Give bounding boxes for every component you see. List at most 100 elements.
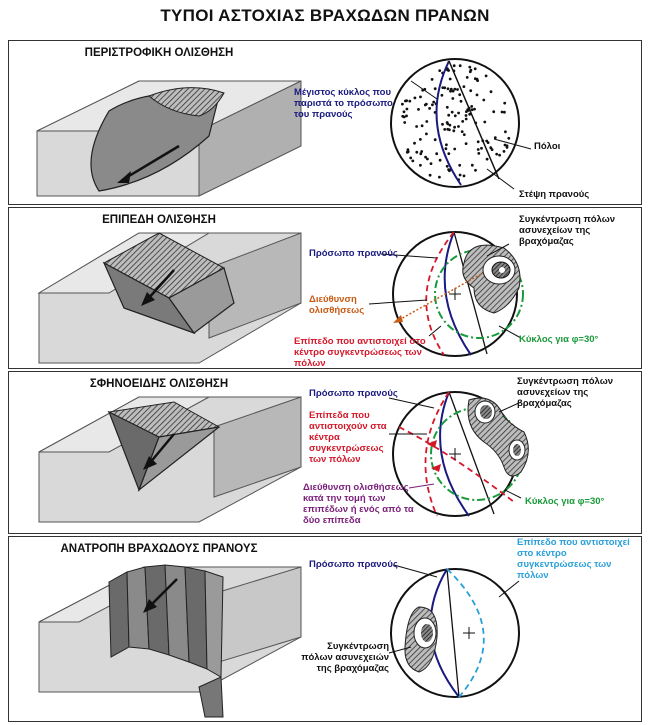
label-great-circle: Μέγιστος κύκλος που παριστά το πρόσωπο τ…	[294, 87, 393, 120]
pole-dot	[446, 127, 450, 131]
pole-dot	[485, 157, 489, 161]
label-plane: Επίπεδο που αντιστοιχεί στο κέντρο συγκε…	[517, 537, 630, 581]
block-diagram-wedge	[38, 396, 302, 523]
pole-dot	[445, 121, 449, 124]
page-title: ΤΥΠΟΙ ΑΣΤΟΧΙΑΣ ΒΡΑΧΩΔΩΝ ΠΡΑΝΩΝ	[160, 6, 490, 25]
pole-dot	[446, 68, 449, 72]
pole-dot	[474, 168, 477, 172]
label-planes: Επίπεδα που αντιστοιχούν στα κέντρα συγκ…	[309, 410, 387, 465]
panel-heading: ΣΦΗΝΟΕΙΔΗΣ ΟΛΙΣΘΗΣΗ	[89, 378, 229, 390]
pole-dot	[458, 64, 462, 68]
pole-dot	[473, 77, 477, 81]
label-friction-circle: Κύκλος για φ=30°	[519, 334, 599, 345]
pole-dot	[451, 97, 455, 100]
stereonet-wedge	[388, 391, 529, 517]
block-diagram-toppling	[38, 564, 302, 718]
pole-dot	[464, 114, 468, 117]
pole-dot	[401, 102, 404, 106]
pole-dot	[480, 146, 483, 150]
pole-dot	[426, 157, 429, 161]
pole-dot	[419, 138, 422, 141]
stereonet-planar	[368, 231, 524, 357]
pole-dot	[443, 128, 447, 131]
pole-dot	[419, 152, 423, 156]
pole-dot	[493, 136, 497, 139]
pole-dot	[462, 174, 466, 178]
pole-dot	[405, 107, 409, 111]
pole-dot	[452, 64, 456, 68]
pole-dot	[445, 105, 449, 109]
pole-dot	[462, 133, 466, 136]
pole-dot	[417, 108, 420, 111]
pole-dot	[413, 141, 416, 145]
pole-dot	[502, 150, 506, 153]
pole-dot	[411, 159, 415, 163]
pole-dot	[419, 95, 422, 99]
pole-dot	[457, 125, 460, 128]
pole-dot	[438, 158, 442, 162]
pole-dot	[498, 153, 501, 157]
panel-toppling: ΑΝΑΤΡΟΠΗ ΒΡΑΧΩΔΟΥΣ ΠΡΑΝΟΥΣ Πρόσωπο πρανο…	[8, 536, 642, 722]
pole-dot	[435, 152, 439, 156]
block-diagram-planar	[37, 232, 302, 364]
panel-heading: ΠΕΡΙΣΤΡΟΦΙΚΗ ΟΛΙΣΘΗΣΗ	[84, 47, 234, 59]
pole-dot	[470, 105, 474, 108]
label-concentration: Συγκέντρωση πόλων ασυνεχείων της βραχόμα…	[519, 214, 616, 247]
pole-dot	[432, 100, 436, 104]
pole-dot	[420, 150, 424, 153]
pole-dot	[430, 78, 434, 81]
pole-dot	[505, 146, 509, 149]
pole-dot	[415, 125, 418, 128]
pole-dot	[452, 129, 456, 133]
pole-dot	[484, 74, 488, 78]
label-crest: Στέψη πρανούς	[519, 189, 590, 200]
pole-dot	[460, 130, 464, 133]
label-poles: Πόλοι	[534, 141, 561, 152]
pole-dot	[495, 152, 499, 156]
pole-dot	[401, 114, 405, 118]
pole-dot	[468, 112, 472, 116]
label-direction: Διεύθυνση ολισθήσεως κατά την τομή των ε…	[303, 482, 414, 526]
pole-dot	[476, 79, 479, 82]
pole-dot	[444, 147, 448, 151]
pole-dot	[445, 143, 448, 147]
pole-dot	[459, 99, 463, 103]
pole-dot	[453, 114, 457, 118]
pole-dot	[485, 139, 489, 143]
pole-dot	[447, 113, 451, 117]
pole-dot	[419, 163, 422, 167]
stereonet-toppling	[388, 564, 520, 698]
pole-dot	[448, 77, 452, 81]
label-plane: Επίπεδο που αντιστοιχεί στο κέντρο συγκε…	[294, 336, 426, 369]
pole-dot	[503, 143, 507, 147]
panel-wedge-slide: ΣΦΗΝΟΕΙΔΗΣ ΟΛΙΣΘΗΣΗ Πρόσωπο πρανούς Συγκ…	[8, 371, 642, 534]
panel-heading: ΑΝΑΤΡΟΠΗ ΒΡΑΧΩΔΟΥΣ ΠΡΑΝΟΥΣ	[60, 543, 258, 555]
pole-dot	[406, 148, 410, 152]
pole-dot	[413, 96, 417, 100]
pole-dot	[473, 67, 477, 71]
pole-dot	[451, 89, 455, 93]
pole-dot	[425, 132, 428, 136]
pole-dot	[470, 163, 474, 167]
pole-dot	[443, 86, 447, 90]
pole-dot	[458, 163, 462, 167]
pole-dot	[457, 111, 460, 115]
pole-dot	[438, 175, 441, 179]
pole-dot	[483, 120, 487, 124]
pole-dot	[433, 138, 437, 142]
pole-dot	[504, 130, 507, 134]
pole-dot	[473, 107, 476, 111]
pole-dot	[405, 114, 408, 118]
pole-dot	[500, 110, 504, 114]
pole-dot	[456, 88, 459, 91]
pole-dot	[462, 85, 466, 88]
pole-dot	[425, 120, 429, 123]
pole-dot	[503, 101, 507, 105]
pole-dot	[438, 69, 442, 72]
pole-dot	[424, 102, 428, 106]
label-slope-face: Πρόσωπο πρανούς	[309, 388, 398, 399]
pole-dot	[458, 93, 462, 97]
pole-dot	[449, 89, 452, 93]
pole-dot	[477, 152, 481, 155]
pole-dot	[404, 99, 407, 103]
